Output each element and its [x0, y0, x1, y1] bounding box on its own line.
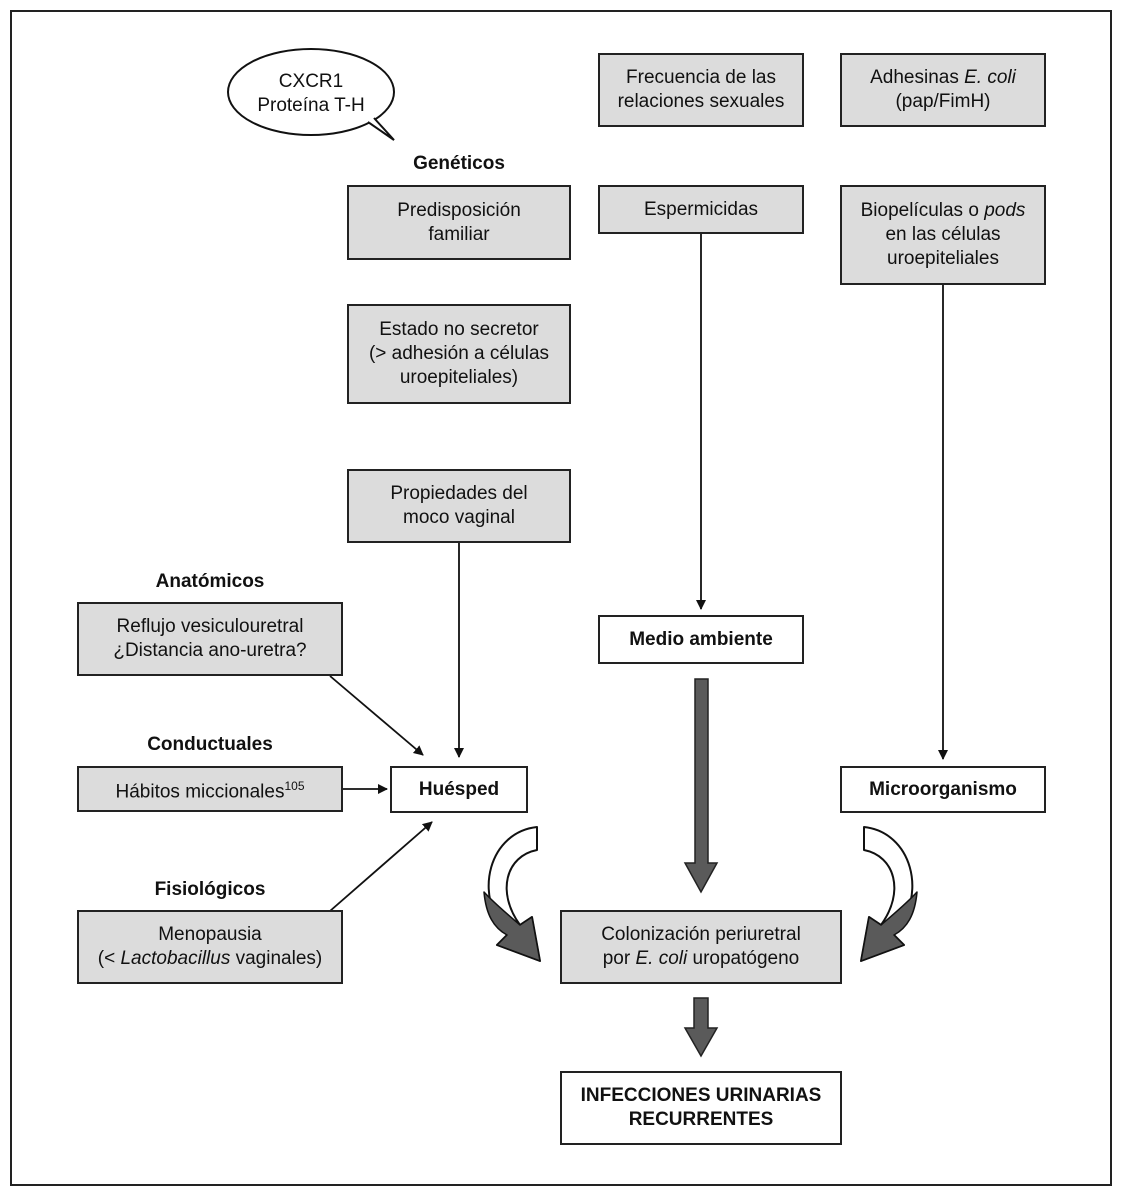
bubble-text: CXCR1 Proteína T-H — [228, 70, 394, 118]
thick-arrow-medio-to-colonizacion — [683, 678, 719, 894]
text-fragment: Biopelículas o — [860, 200, 985, 221]
node-microorganismo: Microorganismo — [840, 766, 1046, 813]
text-line: Hábitos miccionales — [115, 781, 285, 803]
italic-fragment: pods — [984, 200, 1026, 221]
curved-arrow-huesped-to-colonizacion — [483, 826, 541, 962]
text-line: familiar — [428, 223, 490, 245]
text-line: ¿Distancia ano-uretra? — [113, 640, 307, 661]
text-fragment: por — [602, 948, 636, 969]
box-adhesinas: Adhesinas E. coli (pap/FimH) — [840, 53, 1046, 127]
text-fragment: (< — [97, 948, 121, 969]
text-line: (> adhesión a células — [368, 343, 550, 364]
text-line: Espermicidas — [643, 198, 759, 220]
italic-fragment: E. coli — [635, 948, 688, 969]
box-reflujo: Reflujo vesiculouretral ¿Distancia ano-u… — [77, 602, 343, 676]
text-line: uroepiteliales — [887, 248, 999, 269]
reference-superscript: 105 — [284, 778, 305, 793]
text-line: Adhesinas E. coli — [870, 66, 1016, 90]
text-fragment: Adhesinas — [870, 67, 965, 88]
text-line: Huésped — [418, 778, 500, 800]
text-line: uroepiteliales) — [399, 367, 519, 388]
italic-fragment: E. coli — [964, 67, 1016, 88]
label-geneticos: Genéticos — [413, 153, 505, 174]
label-fisiologicos: Fisiológicos — [154, 879, 266, 900]
text-line: relaciones sexuales — [617, 91, 785, 112]
box-frecuencia-relaciones: Frecuencia de las relaciones sexuales — [598, 53, 804, 127]
box-predisposicion-familiar: Predisposición familiar — [347, 185, 571, 260]
text-fragment: uropatógeno — [687, 948, 800, 969]
label-anatomicos: Anatómicos — [155, 571, 265, 592]
node-colonizacion: Colonización periuretral por E. coli uro… — [560, 910, 842, 984]
text-line: en las células — [885, 224, 1001, 245]
box-habitos-miccionales: Hábitos miccionales105 — [77, 766, 343, 812]
text-line: Microorganismo — [869, 778, 1017, 800]
bubble-line-2: Proteína T-H — [257, 95, 365, 116]
text-line: Predisposición — [397, 199, 521, 221]
text-line: Propiedades del — [390, 483, 528, 504]
text-line: INFECCIONES URINARIAS — [580, 1085, 822, 1106]
box-propiedades-moco: Propiedades del moco vaginal — [347, 469, 571, 543]
text-line: Biopelículas o pods — [861, 199, 1026, 223]
text-line: por E. coli uropatógeno — [601, 947, 801, 971]
text-line: (pap/FimH) — [895, 91, 991, 112]
box-menopausia: Menopausia (< Lactobacillus vaginales) — [77, 910, 343, 984]
text-line: Colonización periuretral — [601, 924, 801, 945]
text-line: Frecuencia de las — [626, 67, 776, 88]
text-line: Medio ambiente — [629, 628, 773, 650]
node-infecciones-recurrentes: INFECCIONES URINARIAS RECURRENTES — [560, 1071, 842, 1145]
node-huesped: Huésped — [390, 766, 528, 813]
speech-bubble — [227, 48, 395, 141]
text-line: (< Lactobacillus vaginales) — [98, 947, 322, 971]
label-conductuales: Conductuales — [147, 734, 273, 755]
arrow-menopausia-to-huesped — [329, 821, 433, 912]
box-espermicidas: Espermicidas — [598, 185, 804, 234]
arrow-reflujo-to-huesped — [329, 675, 424, 756]
diagram-frame — [10, 10, 1112, 1186]
bubble-line-1: CXCR1 — [278, 71, 344, 92]
text-line: RECURRENTES — [628, 1109, 774, 1130]
text-line: Estado no secretor — [379, 319, 539, 340]
curved-arrow-microorganismo-to-colonizacion — [860, 826, 918, 962]
text-fragment: vaginales) — [230, 948, 323, 969]
box-estado-no-secretor: Estado no secretor (> adhesión a células… — [347, 304, 571, 404]
italic-fragment: Lactobacillus — [120, 948, 231, 969]
node-medio-ambiente: Medio ambiente — [598, 615, 804, 664]
box-biopeliculas: Biopelículas o pods en las células uroep… — [840, 185, 1046, 285]
text-line: Reflujo vesiculouretral — [116, 616, 304, 637]
text-line: moco vaginal — [403, 507, 515, 528]
thick-arrow-colonizacion-to-resultado — [683, 997, 719, 1058]
text-line: Menopausia — [158, 924, 262, 945]
